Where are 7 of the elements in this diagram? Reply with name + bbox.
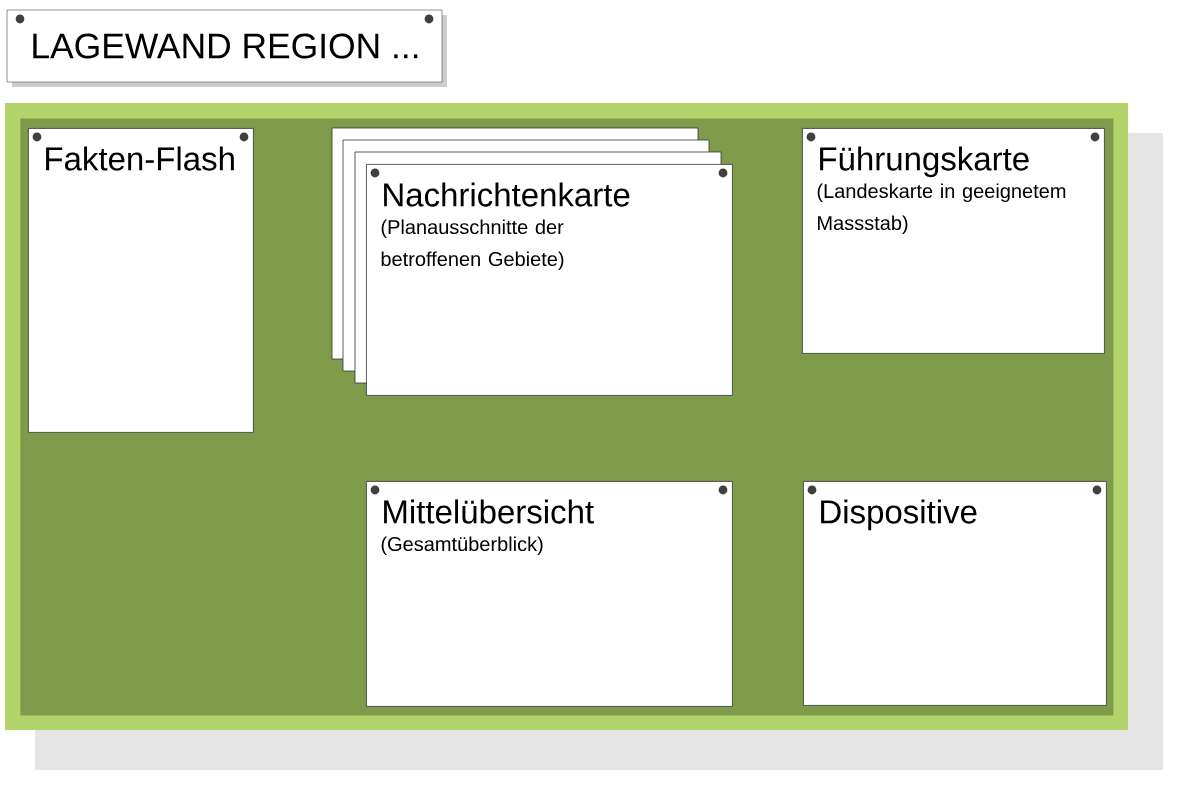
title: LAGEWAND REGION ... (33, 33, 418, 59)
card-text: (Gesamtüberblick) (381, 536, 543, 556)
card-heading: Führungskarte (820, 146, 1029, 178)
card-heading: Mittelübersicht (384, 499, 594, 524)
card-heading: Fakten-Flash (46, 146, 234, 171)
card-heading: Dispositive (821, 499, 977, 531)
card-text: (Landeskarte in geeignetem Massstab) (817, 183, 1066, 235)
